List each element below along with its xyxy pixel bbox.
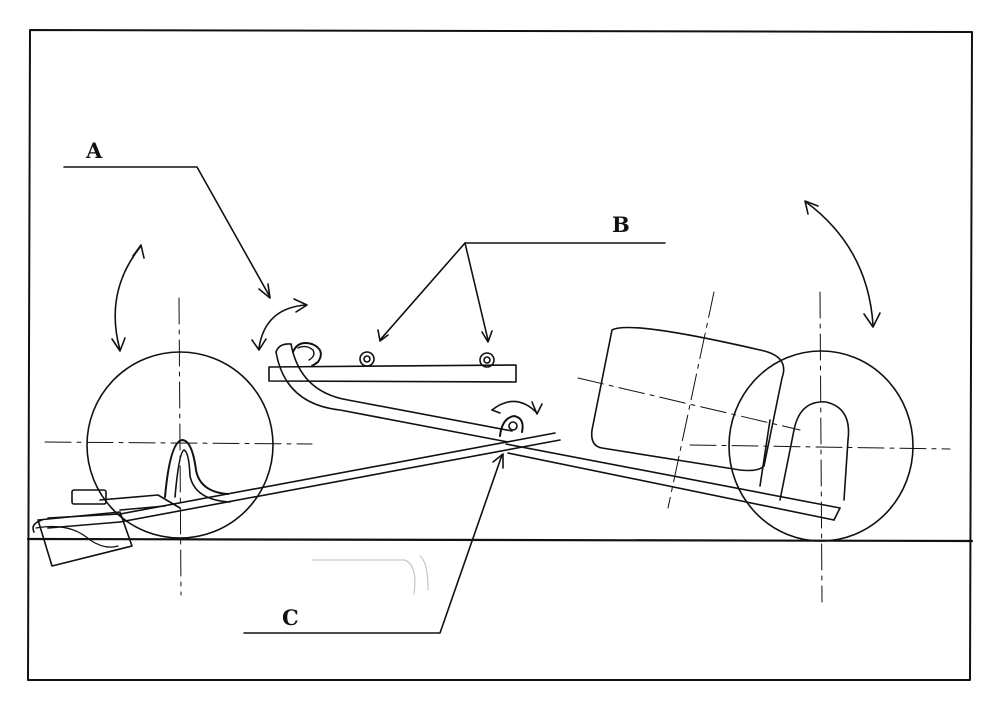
rear-frame-tube bbox=[47, 432, 561, 529]
seat-pivot-arrow bbox=[251, 298, 308, 351]
label-b: B bbox=[612, 212, 630, 237]
front-frame-tube bbox=[505, 443, 841, 521]
drawing-frame bbox=[27, 29, 973, 681]
label-a: A bbox=[86, 138, 103, 163]
leader-line-a bbox=[63, 166, 271, 299]
front-fork bbox=[759, 401, 850, 501]
rear-wheel bbox=[44, 297, 313, 596]
leader-line-c bbox=[243, 453, 504, 634]
seat-plank bbox=[268, 342, 517, 383]
front-wheel bbox=[689, 291, 951, 603]
joint-rotation-arrow bbox=[491, 400, 543, 415]
scan-marks bbox=[311, 555, 429, 595]
rear-bracket bbox=[32, 439, 231, 567]
front-box bbox=[577, 291, 801, 509]
upper-seat-tube bbox=[275, 343, 513, 443]
label-c: C bbox=[282, 605, 299, 630]
plank-bolts bbox=[359, 351, 495, 368]
rear-wheel-rotation-arrow bbox=[111, 244, 145, 352]
leader-line-b bbox=[377, 242, 666, 343]
centre-joint bbox=[499, 415, 524, 437]
front-wheel-rotation-arrow bbox=[804, 200, 881, 328]
